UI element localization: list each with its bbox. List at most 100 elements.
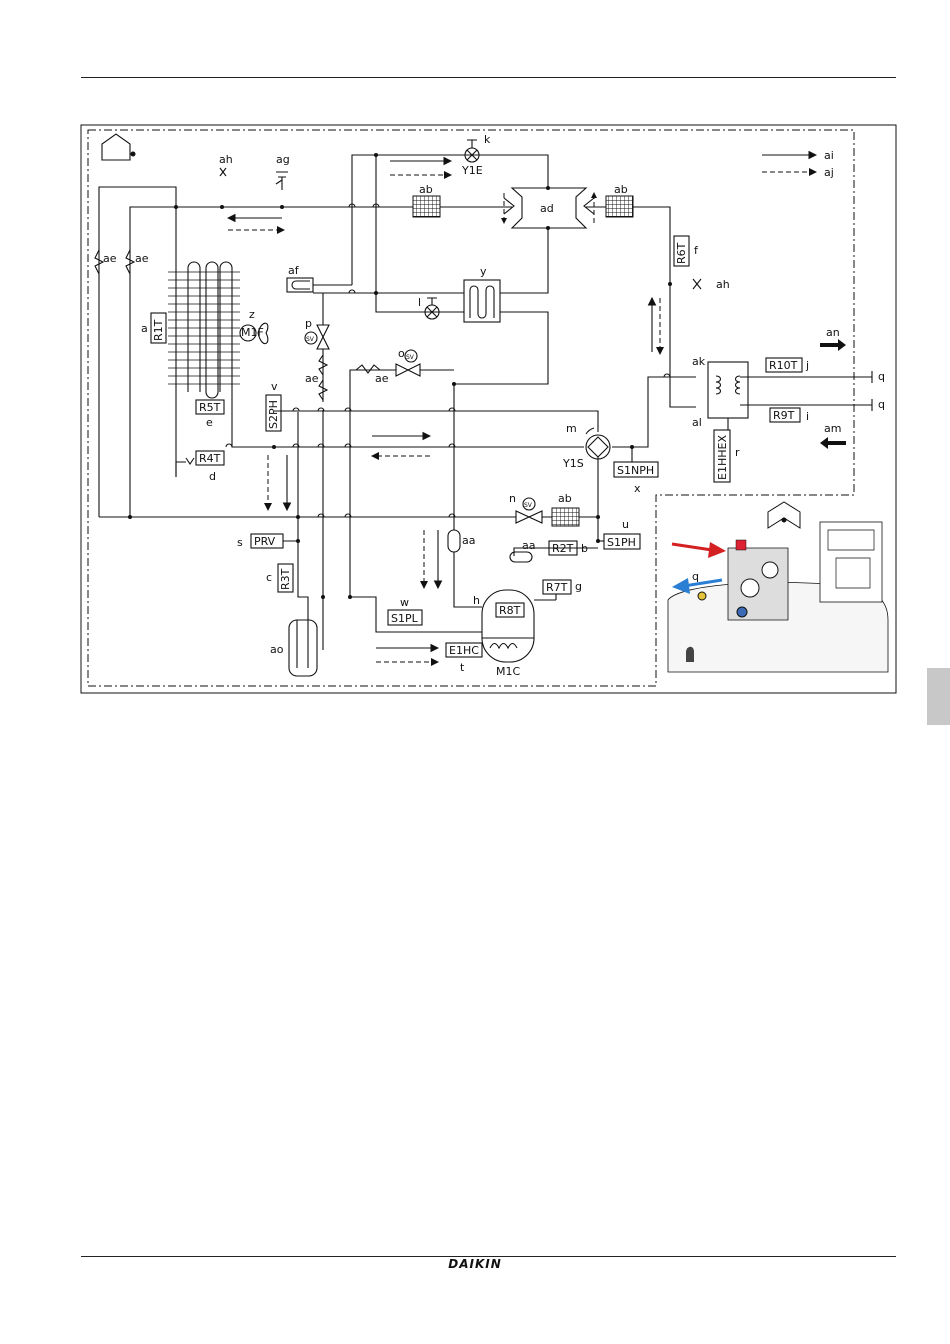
svg-text:R6T: R6T	[675, 242, 688, 264]
svg-text:S1PH: S1PH	[607, 536, 636, 549]
label-ab2: ab	[614, 183, 628, 196]
unit-illustration: q	[668, 502, 888, 672]
label-y1e: Y1E	[461, 164, 483, 177]
sensor-r2t: R2T	[549, 541, 577, 555]
svg-text:R8T: R8T	[499, 604, 521, 617]
label-z: z	[249, 308, 255, 321]
label-aa2: aa	[522, 539, 535, 552]
label-ab3: ab	[558, 492, 572, 505]
pipe-y-return	[454, 312, 548, 384]
label-j: j	[805, 359, 809, 372]
fan-motor-icon: M1F	[240, 323, 268, 343]
pipe-bypass	[376, 155, 464, 312]
svg-text:R9T: R9T	[773, 409, 795, 422]
pipe-hex-bottom	[500, 228, 548, 293]
label-p: p	[305, 317, 312, 330]
svg-text:R2T: R2T	[552, 542, 574, 555]
label-x: x	[634, 482, 641, 495]
switch-s2ph: S2PH	[266, 395, 281, 431]
label-ak: ak	[692, 355, 706, 368]
label-ao: ao	[270, 643, 284, 656]
label-u: u	[622, 518, 629, 531]
pipe-top-main	[99, 187, 176, 517]
expansion-valve-y1e-icon	[465, 140, 479, 162]
sv-o-text: SV	[406, 354, 415, 361]
label-y1s: Y1S	[562, 457, 584, 470]
sv-p-text: SV	[306, 336, 315, 343]
label-q3: q	[692, 570, 699, 583]
sensor-r7t: R7T	[543, 580, 571, 594]
switch-s1nph: S1NPH	[614, 462, 658, 477]
fin-block-ab3	[552, 508, 579, 526]
svg-text:PRV: PRV	[254, 535, 276, 548]
label-s: s	[237, 536, 243, 549]
label-v: v	[271, 380, 278, 393]
sensor-r1t: R1T	[151, 313, 166, 343]
label-l: l	[418, 296, 421, 309]
svg-text:R10T: R10T	[769, 359, 798, 372]
tank-ao	[289, 620, 317, 676]
label-h: h	[473, 594, 480, 607]
crossover-marks	[226, 204, 670, 517]
sensor-r8t: R8T	[496, 603, 524, 617]
label-ab1: ab	[419, 183, 433, 196]
legend-aj: aj	[824, 166, 834, 179]
accumulator-aa2	[510, 552, 532, 562]
accumulator-aa1	[448, 530, 460, 552]
pipe-accumulator	[298, 412, 308, 630]
label-af: af	[288, 264, 300, 277]
sv-n-text: SV	[524, 502, 533, 509]
svg-text:R1T: R1T	[152, 319, 165, 341]
label-q2: q	[878, 398, 885, 411]
label-f: f	[694, 244, 699, 257]
label-aa1: aa	[462, 534, 475, 547]
label-q1: q	[878, 370, 885, 383]
label-i: i	[806, 410, 809, 423]
service-port-ah2-icon	[693, 279, 701, 289]
label-ae2: ae	[135, 252, 149, 265]
svg-text:S2PH: S2PH	[267, 400, 280, 429]
plate-hex-e1hhex	[708, 362, 748, 430]
pipe-suction	[232, 277, 584, 447]
sensor-r3t: R3T	[278, 564, 293, 592]
svg-text:R4T: R4T	[199, 452, 221, 465]
svg-text:S1NPH: S1NPH	[617, 464, 654, 477]
legend-an-arrow	[820, 339, 846, 351]
service-port-ag-icon	[276, 172, 288, 190]
label-k: k	[484, 133, 491, 146]
sensor-r10t: R10T	[766, 358, 802, 372]
label-n: n	[509, 492, 516, 505]
outdoor-coil	[168, 262, 240, 477]
sensor-r5t: R5T	[196, 400, 224, 414]
switch-s1pl: S1PL	[388, 610, 422, 625]
label-ah1: ah	[219, 153, 233, 166]
sensor-r4t: R4T	[196, 451, 224, 465]
legend-an: an	[826, 326, 840, 339]
sensor-r9t: R9T	[770, 408, 800, 422]
flex-hose-left	[95, 250, 380, 400]
label-w: w	[400, 596, 409, 609]
heater-e1hc: E1HC	[446, 643, 482, 657]
label-ae1: ae	[103, 252, 117, 265]
label-b: b	[581, 542, 588, 555]
component-af	[287, 278, 313, 292]
outdoor-house-icon	[102, 134, 136, 160]
fin-block-ab2	[606, 196, 633, 217]
label-d: d	[209, 470, 216, 483]
component-y-coil	[464, 280, 500, 322]
fin-block-ab1	[413, 196, 440, 217]
label-ah2: ah	[716, 278, 730, 291]
compressor-m1c	[482, 590, 534, 662]
label-e: e	[206, 416, 213, 429]
label-g: g	[575, 580, 582, 593]
switch-s1ph: S1PH	[604, 534, 640, 549]
label-m: m	[566, 422, 577, 435]
expansion-valve-l-icon	[425, 298, 439, 319]
legend-am-arrow	[820, 437, 846, 449]
pipe-prv	[283, 517, 298, 541]
svg-text:E1HC: E1HC	[449, 644, 479, 657]
legend-am: am	[824, 422, 841, 435]
label-o: o	[398, 347, 405, 360]
heater-e1hhex: E1HHEX	[714, 430, 730, 482]
